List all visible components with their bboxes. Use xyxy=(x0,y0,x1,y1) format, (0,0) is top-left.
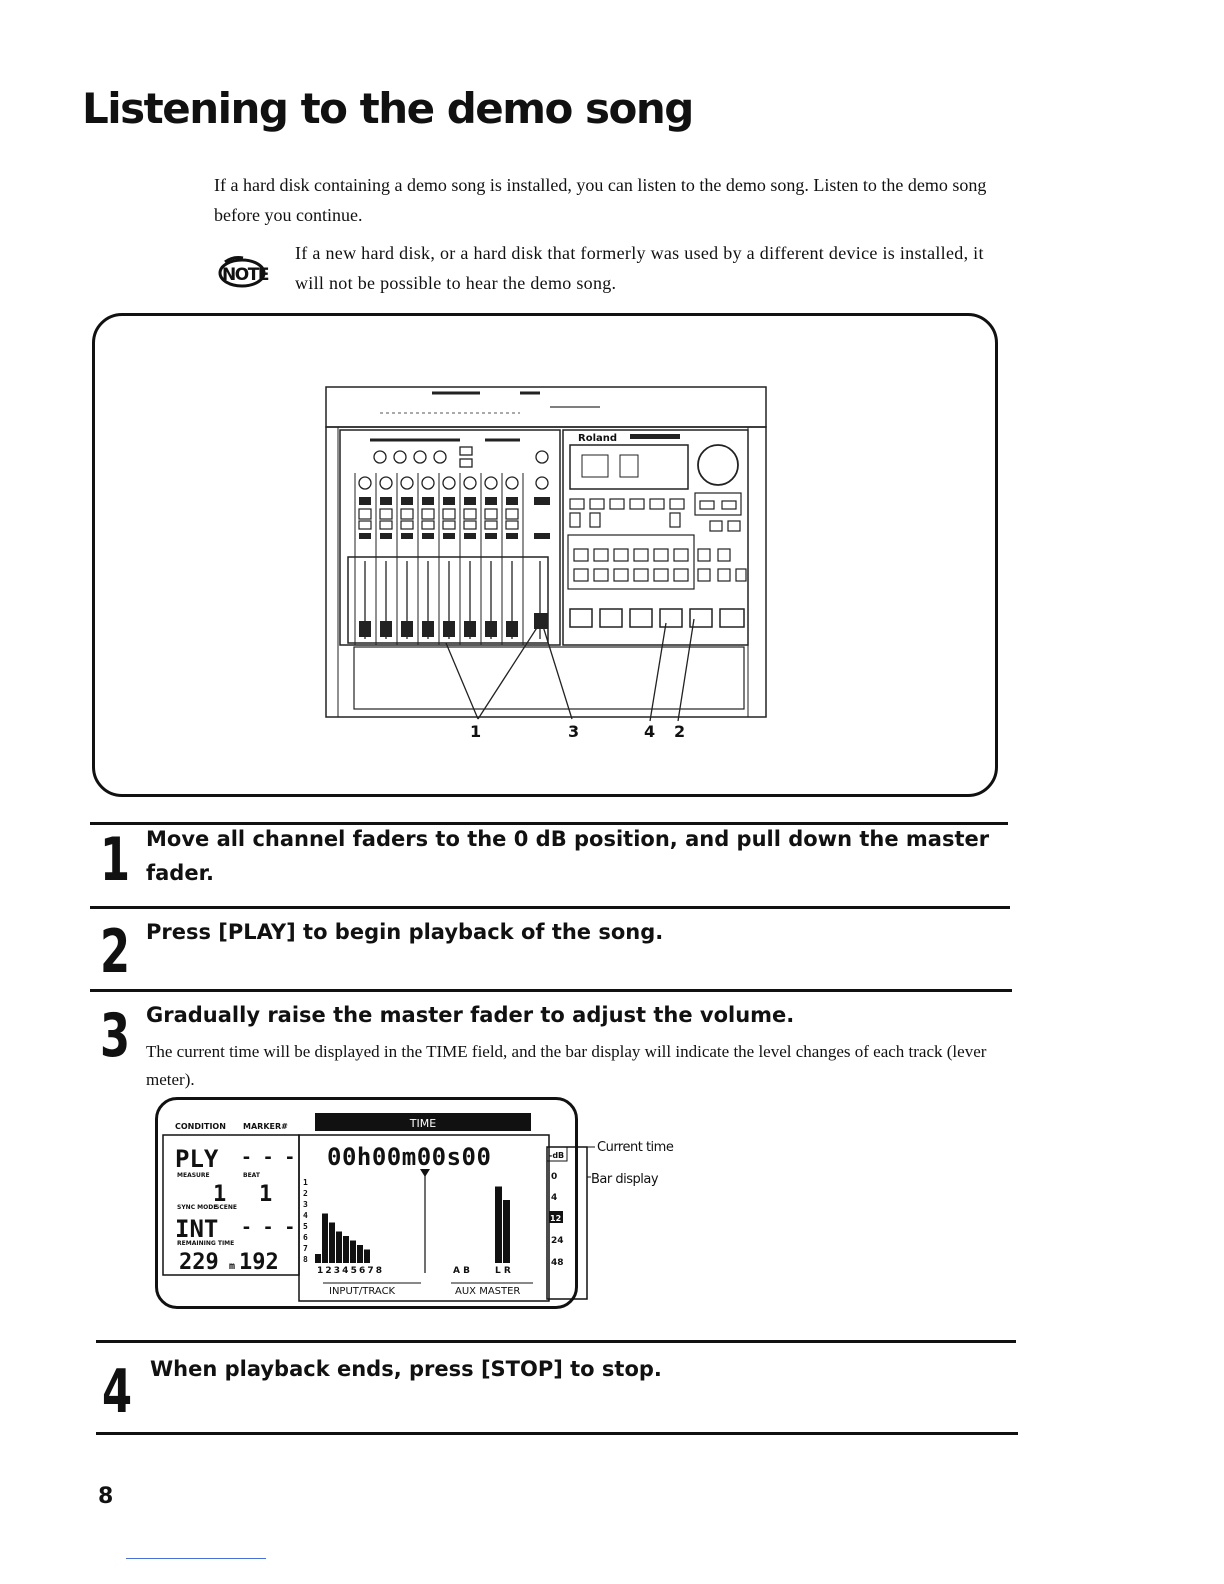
lcd-frame xyxy=(155,1097,578,1309)
step-1-heading: Move all channel faders to the 0 dB posi… xyxy=(146,827,990,885)
note-text: If a new hard disk, or a hard disk that … xyxy=(295,243,984,293)
lcd-sync-label: SYNC MODE xyxy=(177,1204,217,1211)
lcd-master-meter xyxy=(495,1186,502,1263)
lcd-display: CONDITION MARKER# TIME PLY - - - 1 1 INT… xyxy=(162,1113,674,1302)
lcd-row-number: 2 xyxy=(303,1189,308,1198)
step-1-rule xyxy=(90,822,1008,825)
page-number: 8 xyxy=(98,1484,114,1509)
step-3-rule xyxy=(90,989,1012,992)
lcd-remaining-value2: 192 xyxy=(239,1250,279,1275)
step-2-rule xyxy=(90,906,1010,909)
lcd-track-meter xyxy=(364,1249,370,1263)
callout-3: 3 xyxy=(568,722,579,741)
lcd-track-meter xyxy=(357,1245,363,1263)
callout-1: 1 xyxy=(470,722,481,741)
callout-2: 2 xyxy=(674,722,685,741)
step-2-heading: Press [PLAY] to begin playback of the so… xyxy=(146,920,664,944)
lcd-aux-master-label: AUX MASTER xyxy=(455,1286,520,1297)
lcd-row-number: 3 xyxy=(303,1200,308,1209)
lcd-input-track-label: INPUT/TRACK xyxy=(329,1286,396,1297)
bottom-link-underline xyxy=(126,1558,266,1559)
lcd-db-0: 0 xyxy=(551,1172,557,1182)
callout-current-time: Current time xyxy=(597,1140,674,1155)
step-4-heading: When playback ends, press [STOP] to stop… xyxy=(150,1357,662,1381)
lcd-marker-value: - - - xyxy=(241,1147,295,1168)
diagram-frame xyxy=(92,313,998,797)
lcd-row-number: 8 xyxy=(303,1255,308,1264)
note-icon-label: NOTE xyxy=(222,265,269,285)
lcd-scene-value: - - - xyxy=(241,1217,295,1238)
step-4-rule xyxy=(96,1340,1016,1343)
callout-bar-display: Bar display xyxy=(591,1172,659,1187)
lcd-track-numbers: 1 2 3 4 5 6 7 8 xyxy=(317,1266,382,1276)
lcd-track-meter xyxy=(343,1236,349,1263)
lcd-condition-label: CONDITION xyxy=(175,1122,226,1131)
step-3-heading: Gradually raise the master fader to adju… xyxy=(146,1003,795,1027)
lcd-remaining-unit: m xyxy=(229,1261,235,1272)
lcd-measure-value: 1 xyxy=(213,1182,226,1207)
step-1-number: 1 xyxy=(100,825,131,895)
mixer-diagram: Roland 1 3 4 2 xyxy=(325,386,767,741)
step-3-body: The current time will be displayed in th… xyxy=(146,1042,987,1089)
brand-label: Roland xyxy=(578,433,617,444)
lcd-db-12: 12 xyxy=(550,1214,561,1223)
callout-4: 4 xyxy=(644,722,655,741)
lcd-row-number: 7 xyxy=(303,1244,308,1253)
lcd-time-label: TIME xyxy=(409,1117,436,1130)
lcd-row-number: 5 xyxy=(303,1222,308,1231)
lcd-track-meter xyxy=(350,1240,356,1263)
lcd-db-4: 4 xyxy=(551,1193,557,1203)
lcd-db-24: 24 xyxy=(551,1236,564,1246)
lcd-lr-label: L R xyxy=(495,1266,511,1276)
lcd-db-label: -dB xyxy=(549,1151,564,1160)
bottom-rule xyxy=(96,1432,1018,1435)
lcd-db-48: 48 xyxy=(551,1258,564,1268)
lcd-beat-value: 1 xyxy=(259,1182,272,1207)
lcd-track-meter xyxy=(322,1213,328,1263)
lcd-row-number: 4 xyxy=(303,1211,308,1220)
lcd-ab-label: A B xyxy=(453,1266,470,1276)
lcd-marker-label: MARKER# xyxy=(243,1122,288,1131)
step-4-number: 4 xyxy=(102,1357,133,1427)
step-3-number: 3 xyxy=(100,1001,131,1071)
lcd-row-number: 1 xyxy=(303,1178,308,1187)
page-title: Listening to the demo song xyxy=(82,84,694,133)
step-2-number: 2 xyxy=(100,917,131,987)
lcd-beat-label: BEAT xyxy=(243,1172,261,1179)
lcd-track-meter xyxy=(315,1254,321,1263)
note-icon: NOTE xyxy=(218,256,270,288)
lcd-track-meter xyxy=(329,1222,335,1263)
lcd-scene-label: SCENE xyxy=(215,1204,237,1211)
lcd-remaining-value: 229 xyxy=(179,1250,219,1275)
intro-paragraph: If a hard disk containing a demo song is… xyxy=(214,175,987,225)
lcd-condition-value: PLY xyxy=(175,1145,219,1173)
lcd-track-meter xyxy=(336,1231,342,1263)
lcd-measure-label: MEASURE xyxy=(177,1172,210,1179)
lcd-sync-value: INT xyxy=(175,1215,218,1243)
lcd-master-meter xyxy=(503,1200,510,1263)
lcd-time-value: 00h00m00s00 xyxy=(327,1143,491,1171)
lcd-remaining-label: REMAINING TIME xyxy=(177,1240,234,1247)
lcd-row-number: 6 xyxy=(303,1233,308,1242)
